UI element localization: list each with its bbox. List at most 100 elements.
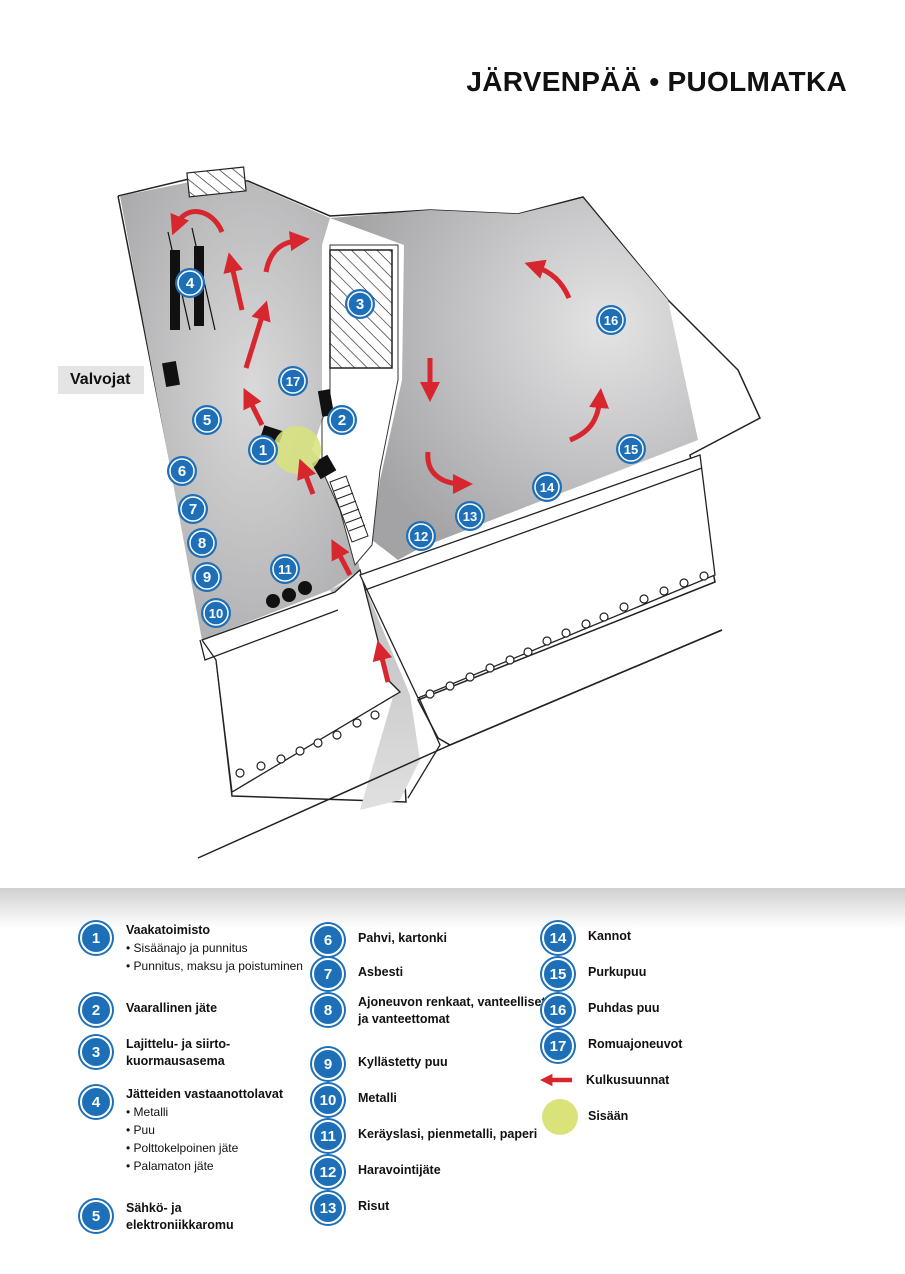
legend-item-9: 9 Kyllästetty puu xyxy=(312,1048,448,1080)
map-marker-label: 7 xyxy=(189,501,197,518)
map-marker-12: 12 xyxy=(406,521,436,551)
map-marker-label: 11 xyxy=(278,562,292,577)
map-marker-label: 9 xyxy=(203,569,211,586)
legend-item-entry: Sisään xyxy=(540,1098,628,1136)
map-marker-label: 17 xyxy=(286,374,300,389)
parking-right xyxy=(359,454,716,699)
map-marker-1: 1 xyxy=(248,435,278,465)
marker-badge: 10 xyxy=(312,1084,344,1116)
map-marker-label: 14 xyxy=(540,480,555,495)
public-road xyxy=(197,629,723,859)
map-marker-label: 16 xyxy=(604,313,618,328)
marker-badge: 12 xyxy=(312,1156,344,1188)
map-marker-label: 2 xyxy=(338,412,346,429)
map-marker-label: 12 xyxy=(414,529,428,544)
map-marker-4: 4 xyxy=(175,268,205,298)
marker-badge: 11 xyxy=(312,1120,344,1152)
map-marker-7: 7 xyxy=(178,494,208,524)
legend-item-15: 15 Purkupuu xyxy=(542,958,646,990)
map-marker-5: 5 xyxy=(192,405,222,435)
legend-sub: • Puu xyxy=(126,1123,155,1137)
legend-item-7: 7 Asbesti xyxy=(312,958,403,990)
marker-badge: 17 xyxy=(542,1030,574,1062)
legend-item-8: 8 Ajoneuvon renkaat, vanteelliset ja van… xyxy=(312,994,546,1028)
marker-badge: 1 xyxy=(80,922,112,954)
marker-badge: 13 xyxy=(312,1192,344,1224)
legend-label: Haravointijäte xyxy=(358,1163,441,1177)
legend-item-12: 12 Haravointijäte xyxy=(312,1156,441,1188)
legend-sub: • Palamaton jäte xyxy=(126,1159,214,1173)
legend-label: Kyllästetty puu xyxy=(358,1055,448,1069)
legend-item-6: 6 Pahvi, kartonki xyxy=(312,924,447,956)
gate-hatch xyxy=(186,166,247,198)
map-marker-14: 14 xyxy=(532,472,562,502)
legend-item-3: 3 Lajittelu- ja siirto- kuormausasema xyxy=(80,1036,230,1070)
map-marker-6: 6 xyxy=(167,456,197,486)
marker-badge: 6 xyxy=(312,924,344,956)
marker-badge: 4 xyxy=(80,1086,112,1118)
legend-sub: • Metalli xyxy=(126,1105,169,1119)
legend-label: Sisään xyxy=(588,1109,629,1123)
valvojat-label: Valvojat xyxy=(58,366,144,394)
map-marker-label: 6 xyxy=(178,463,186,480)
legend-item-16: 16 Puhdas puu xyxy=(542,994,660,1026)
legend-divider xyxy=(0,888,905,928)
map-marker-3: 3 xyxy=(345,289,375,319)
legend-label: Vaakatoimisto xyxy=(126,923,211,937)
map-marker-label: 8 xyxy=(198,535,206,552)
legend-item-10: 10 Metalli xyxy=(312,1084,397,1116)
map-marker-9: 9 xyxy=(192,562,222,592)
legend-sub: • Sisäänajo ja punnitus xyxy=(126,941,248,955)
legend-item-17: 17 Romuajoneuvot xyxy=(542,1030,682,1062)
legend-label: Pahvi, kartonki xyxy=(358,931,447,945)
legend-item-13: 13 Risut xyxy=(312,1192,389,1224)
hazard-container xyxy=(317,389,335,417)
map-marker-label: 5 xyxy=(203,412,211,429)
legend-item-arrow: Kulkusuunnat xyxy=(540,1068,669,1092)
marker-badge: 16 xyxy=(542,994,574,1026)
entry-road xyxy=(330,575,420,810)
page-title: JÄRVENPÄÄ • PUOLMATKA xyxy=(466,66,847,97)
map-marker-label: 13 xyxy=(463,509,477,524)
legend-label-2: kuormausasema xyxy=(126,1054,225,1068)
red-arrow-icon xyxy=(540,1068,572,1092)
map-marker-16: 16 xyxy=(596,305,626,335)
marker-badge: 8 xyxy=(312,994,344,1026)
legend-label: Purkupuu xyxy=(588,965,647,979)
marker-badge: 9 xyxy=(312,1048,344,1080)
map-marker-17: 17 xyxy=(278,366,308,396)
marker-badge: 2 xyxy=(80,994,112,1026)
map-marker-13: 13 xyxy=(455,501,485,531)
map-marker-8: 8 xyxy=(187,528,217,558)
legend-label: Lajittelu- ja siirto- xyxy=(126,1037,231,1051)
legend-label: Keräyslasi, pienmetalli, paperi xyxy=(358,1127,538,1141)
legend-item-14: 14 Kannot xyxy=(542,922,631,954)
legend-item-4: 4 Jätteiden vastaanottolavat • Metalli •… xyxy=(80,1086,283,1175)
legend-label: Asbesti xyxy=(358,965,404,979)
legend-label-2: elektroniikkaromu xyxy=(126,1218,234,1232)
legend-label: Vaarallinen jäte xyxy=(126,1001,218,1015)
parking-left xyxy=(200,568,402,794)
legend-label: Metalli xyxy=(358,1091,397,1105)
marker-badge: 14 xyxy=(542,922,574,954)
traffic-arrows xyxy=(170,209,610,683)
legend-item-1: 1 Vaakatoimisto • Sisäänajo ja punnitus … xyxy=(80,922,303,975)
map-marker-label: 15 xyxy=(624,442,638,457)
legend-item-11: 11 Keräyslasi, pienmetalli, paperi xyxy=(312,1120,537,1152)
legend-sub: • Punnitus, maksu ja poistuminen xyxy=(126,959,303,973)
map-marker-label: 1 xyxy=(259,442,267,459)
legend-item-2: 2 Vaarallinen jäte xyxy=(80,994,217,1026)
map-marker-label: 4 xyxy=(186,275,195,292)
valvojat-booth xyxy=(162,360,180,388)
legend-label: Ajoneuvon renkaat, vanteelliset xyxy=(358,995,546,1009)
map-marker-10: 10 xyxy=(201,598,231,628)
legend-item-5: 5 Sähkö- ja elektroniikkaromu xyxy=(80,1200,234,1234)
legend-label: Kannot xyxy=(588,929,632,943)
map-marker-11: 11 xyxy=(270,554,300,584)
parking-spots xyxy=(235,571,709,778)
glass-collection-bins xyxy=(266,581,312,608)
map-marker-15: 15 xyxy=(616,434,646,464)
